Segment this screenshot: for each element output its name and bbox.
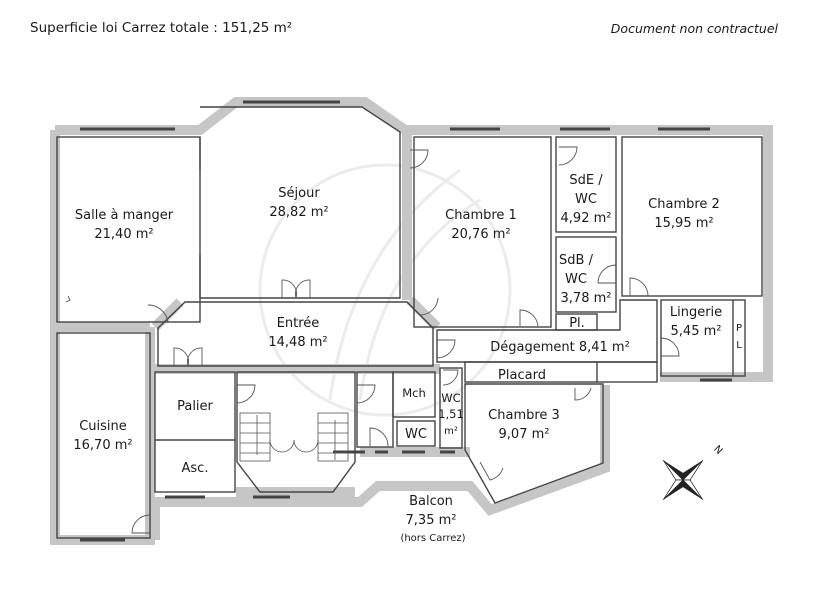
room-chambre3-area: 9,07 m² — [499, 427, 550, 442]
compass-icon — [662, 459, 704, 501]
room-cuisine-name: Cuisine — [79, 419, 127, 434]
room-pl-name: Pl. — [569, 316, 585, 331]
room-lingerie-area: 5,45 m² — [671, 324, 722, 339]
room-wc2-name: WC — [441, 391, 460, 405]
room-chambre1-area: 20,76 m² — [451, 227, 510, 242]
room-lingerie-name: Lingerie — [670, 305, 722, 320]
room-sdb-name2: WC — [565, 272, 587, 287]
room-sejour-area: 28,82 m² — [269, 205, 328, 220]
room-sde-area: 4,92 m² — [561, 211, 612, 226]
room-wc2-area1: 1,51 — [438, 407, 464, 421]
room-wc2-area2: m² — [444, 426, 458, 437]
doors — [65, 146, 680, 534]
room-sdb-name1: SdB / — [559, 253, 594, 268]
room-sde-name2: WC — [575, 192, 597, 207]
staircase — [239, 412, 349, 462]
room-wc-small-name: WC — [405, 427, 427, 442]
compass-north-label: N — [711, 444, 724, 457]
room-placard-name: Placard — [498, 368, 546, 383]
room-chambre3-name: Chambre 3 — [488, 408, 560, 423]
room-entree-name: Entrée — [277, 316, 320, 331]
room-entree-area: 14,48 m² — [268, 335, 327, 350]
room-salle-a-manger-area: 21,40 m² — [94, 227, 153, 242]
room-outlines — [56, 106, 763, 539]
room-degagement-name: Dégagement 8,41 m² — [490, 340, 630, 355]
room-chambre2-area: 15,95 m² — [654, 216, 713, 231]
room-pl-vert-p: P — [736, 323, 742, 334]
room-mch-name: Mch — [402, 386, 426, 400]
room-palier-name: Palier — [177, 399, 213, 414]
room-balcon-area: 7,35 m² — [406, 513, 457, 528]
room-chambre2-name: Chambre 2 — [648, 197, 720, 212]
room-sejour-name: Séjour — [278, 186, 320, 201]
room-pl-vert-l: L — [736, 340, 742, 351]
room-salle-a-manger-name: Salle à manger — [75, 208, 174, 223]
room-asc-name: Asc. — [182, 461, 209, 476]
room-balcon-note: (hors Carrez) — [400, 533, 465, 544]
total-area-title: Superficie loi Carrez totale : 151,25 m² — [30, 20, 293, 36]
disclaimer: Document non contractuel — [610, 21, 778, 36]
room-cuisine-area: 16,70 m² — [73, 438, 132, 453]
room-chambre1-name: Chambre 1 — [445, 208, 517, 223]
windows — [80, 100, 732, 542]
room-balcon-name: Balcon — [409, 494, 453, 509]
room-sdb-area: 3,78 m² — [561, 291, 612, 306]
room-sde-name1: SdE / — [569, 173, 603, 188]
watermark-logo — [258, 163, 512, 417]
